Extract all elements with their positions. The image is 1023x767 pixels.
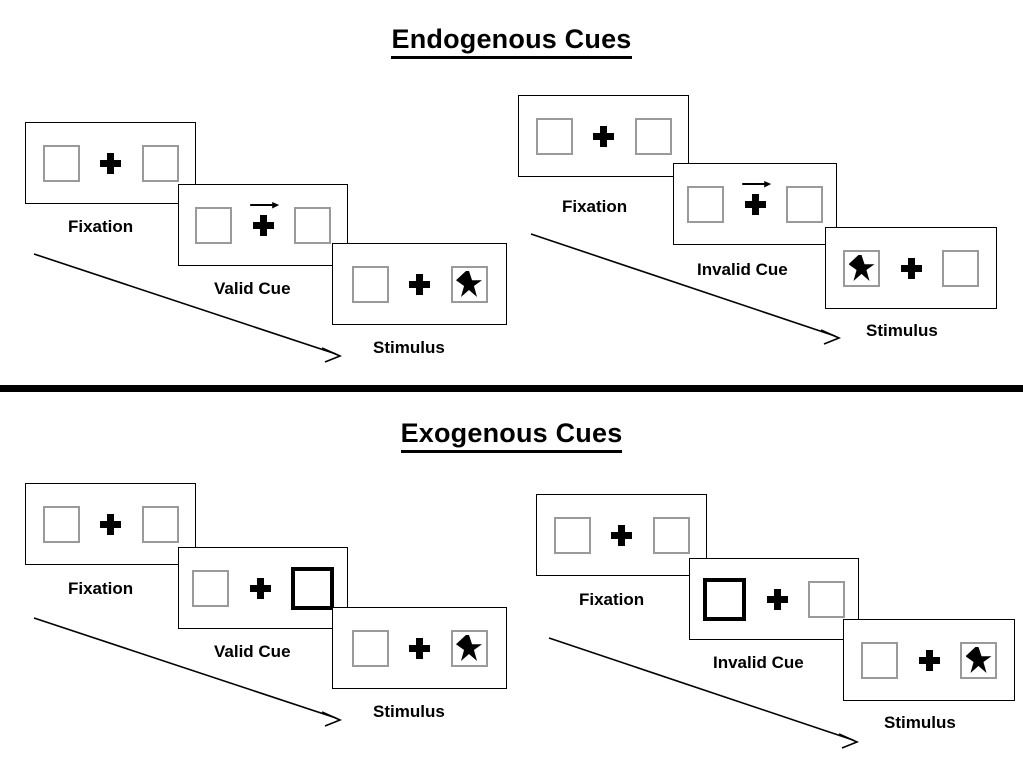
left-box	[687, 185, 724, 223]
left-box	[351, 629, 389, 667]
fixation-area	[407, 628, 433, 668]
timeline-arrow-icon	[33, 253, 343, 363]
caption-endogenous-valid-fixation: Fixation	[68, 217, 134, 236]
caption-endogenous-valid-stimulus: Stimulus	[373, 338, 445, 357]
right-box	[634, 117, 672, 155]
plus-cross-icon	[611, 524, 632, 546]
panel-content	[195, 202, 331, 245]
fixation-area	[407, 264, 433, 304]
fixation-area	[609, 515, 635, 555]
plus-cross-icon	[249, 577, 271, 599]
plus-cross-icon	[100, 152, 121, 174]
section-title-endogenous-text: Endogenous Cues	[391, 24, 632, 59]
right-box	[786, 185, 823, 223]
panel-endogenous-invalid-fixation	[518, 95, 689, 177]
star-icon	[848, 255, 875, 281]
fixation-area	[98, 143, 124, 183]
caption-endogenous-invalid-fixation: Fixation	[562, 197, 628, 216]
panel-exogenous-valid-stimulus	[332, 607, 507, 689]
caption-exogenous-invalid-cue: Invalid Cue	[713, 653, 804, 672]
panel-content	[192, 566, 334, 610]
section-title-endogenous: Endogenous Cues	[0, 24, 1023, 59]
caption-endogenous-invalid-cue: Invalid Cue	[697, 260, 788, 279]
panel-content	[535, 116, 672, 156]
fixation-area	[742, 181, 772, 224]
left-box	[195, 206, 232, 244]
right-box	[960, 641, 997, 679]
right-box	[141, 144, 179, 182]
panel-content	[703, 577, 845, 621]
right-box	[942, 249, 979, 287]
panel-content	[42, 143, 179, 183]
fixation-area	[916, 640, 942, 680]
panel-exogenous-valid-cue	[178, 547, 348, 629]
right-box	[450, 629, 488, 667]
panel-exogenous-invalid-fixation	[536, 494, 707, 576]
plus-cross-icon	[900, 257, 922, 279]
fixation-area	[247, 568, 273, 608]
fixation-area	[898, 248, 924, 288]
panel-content	[687, 181, 823, 224]
panel-exogenous-valid-fixation	[25, 483, 196, 565]
panel-endogenous-invalid-cue	[673, 163, 837, 245]
panel-content	[553, 515, 690, 555]
caption-exogenous-valid-fixation: Fixation	[68, 579, 134, 598]
panel-content	[351, 264, 488, 304]
right-box	[652, 516, 690, 554]
panel-endogenous-valid-fixation	[25, 122, 196, 204]
fixation-area	[250, 202, 280, 245]
timeline-arrow-icon	[33, 617, 343, 727]
panel-content	[351, 628, 488, 668]
arrow-right-icon	[742, 181, 772, 188]
panel-endogenous-valid-cue	[178, 184, 348, 266]
plus-cross-icon	[744, 193, 766, 215]
star-icon	[965, 647, 992, 673]
left-box-cued	[703, 577, 746, 621]
right-box	[294, 206, 331, 244]
plus-cross-icon	[766, 588, 788, 610]
left-box	[553, 516, 591, 554]
left-box	[192, 569, 229, 607]
plus-cross-icon	[100, 513, 121, 535]
caption-exogenous-valid-cue: Valid Cue	[214, 642, 291, 661]
panel-exogenous-invalid-stimulus	[843, 619, 1015, 701]
caption-endogenous-valid-cue: Valid Cue	[214, 279, 291, 298]
star-icon	[456, 635, 482, 661]
right-box	[450, 265, 488, 303]
left-box	[535, 117, 573, 155]
plus-cross-icon	[252, 214, 274, 236]
fixation-area	[591, 116, 617, 156]
plus-cross-icon	[918, 649, 940, 671]
section-divider	[0, 385, 1023, 392]
section-title-exogenous-text: Exogenous Cues	[400, 418, 623, 453]
right-box	[141, 505, 179, 543]
left-box	[843, 249, 880, 287]
right-box	[808, 580, 845, 618]
timeline-arrow-icon	[548, 637, 860, 749]
panel-endogenous-valid-stimulus	[332, 243, 507, 325]
plus-cross-icon	[409, 637, 430, 659]
caption-exogenous-invalid-fixation: Fixation	[579, 590, 645, 609]
caption-exogenous-valid-stimulus: Stimulus	[373, 702, 445, 721]
panel-exogenous-invalid-cue	[689, 558, 859, 640]
left-box	[42, 505, 80, 543]
panel-content	[843, 248, 979, 288]
star-icon	[456, 271, 482, 297]
left-box	[42, 144, 80, 182]
left-box	[351, 265, 389, 303]
timeline-arrow-icon	[530, 233, 842, 345]
panel-content	[42, 504, 179, 544]
fixation-area	[764, 579, 790, 619]
fixation-area	[98, 504, 124, 544]
caption-exogenous-invalid-stimulus: Stimulus	[884, 713, 956, 732]
right-box-cued	[291, 566, 334, 610]
left-box	[861, 641, 898, 679]
panel-endogenous-invalid-stimulus	[825, 227, 997, 309]
section-title-exogenous: Exogenous Cues	[0, 418, 1023, 453]
caption-endogenous-invalid-stimulus: Stimulus	[866, 321, 938, 340]
panel-content	[861, 640, 997, 680]
arrow-right-icon	[250, 202, 280, 209]
plus-cross-icon	[593, 125, 614, 147]
plus-cross-icon	[409, 273, 430, 295]
